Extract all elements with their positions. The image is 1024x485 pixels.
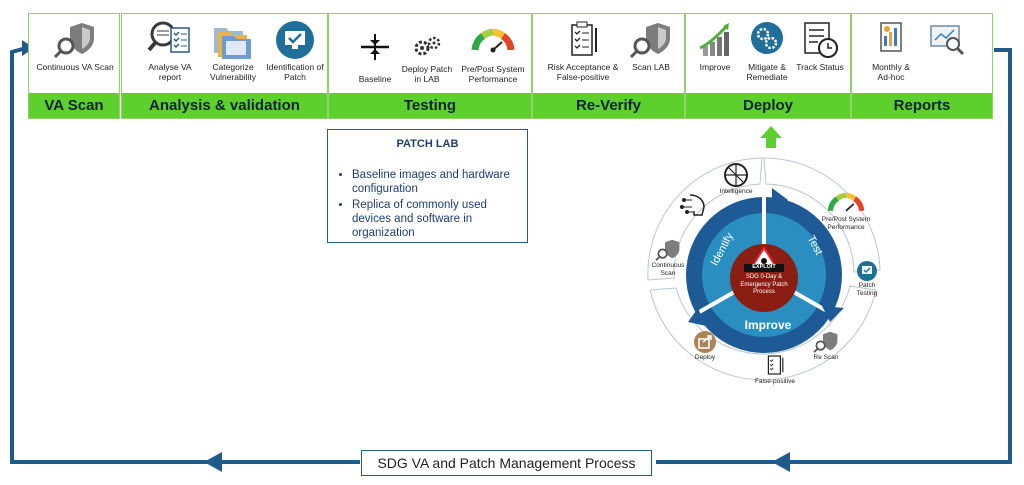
item-label: Track Status	[796, 62, 844, 72]
stage-item: Deploy Patch in LAB	[399, 32, 455, 84]
item-label: Pre/Post System Performance	[461, 64, 525, 84]
status-clock-icon	[804, 22, 838, 58]
patch-lab-box: PATCH LAB Baseline images and hardware c…	[327, 129, 528, 243]
item-label: Deploy Patch in LAB	[401, 64, 453, 84]
false-positive-label: False-positive	[750, 352, 800, 386]
item-label: Identification of Patch	[266, 62, 324, 82]
segment-improve: Improve	[744, 318, 792, 332]
stage-title: VA Scan	[29, 93, 119, 118]
re-scan-label: Re Scan	[806, 330, 846, 362]
item-label: Risk Acceptance & False-positive	[547, 62, 619, 82]
stage-item: Track Status	[796, 20, 844, 72]
stage-deploy: Improve Mitigate & Remediate Track Statu…	[685, 13, 851, 119]
growth-chart-icon	[699, 23, 729, 56]
monitor-check-icon	[857, 261, 877, 281]
stage-item: Identification of Patch	[264, 20, 326, 82]
item-label: Categorize Vulnerability	[210, 62, 256, 82]
magnifier-checklist-icon	[147, 21, 190, 53]
gears-circle-icon	[751, 22, 783, 54]
gauge-icon	[827, 192, 865, 212]
stage-item: Improve	[692, 20, 738, 72]
analytics-icon	[930, 25, 965, 56]
folders-icon	[214, 28, 251, 59]
exploit-badge: EXPLOIT	[744, 264, 784, 272]
item-label: Mitigate & Remediate	[746, 62, 788, 82]
patch-lab-title: PATCH LAB	[396, 138, 459, 150]
stage-item: Scan LAB	[621, 20, 681, 72]
item-label: Monthly & Ad-hoc	[872, 62, 910, 82]
clipboard-icon	[767, 355, 784, 375]
stage-testing: Baseline Deploy Patch in LAB Pre/Post Sy…	[328, 13, 532, 119]
baseline-icon	[361, 34, 389, 60]
patch-lab-bullet: Replica of commonly used devices and sof…	[352, 198, 527, 240]
item-label: Scan LAB	[632, 62, 670, 72]
stage-item: Monthly & Ad-hoc	[866, 20, 916, 82]
diagram-title: SDG VA and Patch Management Process	[361, 450, 652, 476]
stage-title: Deploy	[686, 93, 850, 118]
performance-label: Pre/Post System Performance	[818, 190, 874, 231]
clipboard-icon	[571, 21, 597, 56]
item-label: Baseline	[358, 74, 392, 84]
deploy-label: Deploy	[688, 330, 722, 362]
item-label: Continuous VA Scan	[36, 62, 114, 72]
emergency-patch-cycle	[647, 157, 881, 381]
item-label: Improve	[699, 62, 731, 72]
gears-icon	[414, 36, 441, 56]
shield-search-icon	[629, 23, 670, 59]
item-label: Analyse VA report	[148, 62, 192, 82]
intelligence-label: Intelligence	[716, 162, 756, 196]
shield-search-icon	[655, 239, 680, 261]
monitor-check-icon	[276, 21, 314, 59]
patch-lab-bullet: Baseline images and hardware configurati…	[352, 168, 527, 196]
stage-title: Analysis & validation	[122, 93, 327, 118]
stage-re-verify: Risk Acceptance & False-positive Scan LA…	[532, 13, 685, 119]
stage-title: Reports	[852, 93, 992, 118]
brain-circuit-icon-wrap	[678, 192, 708, 221]
stage-item: Analyse VA report	[142, 20, 198, 82]
patch-testing-label: Patch Testing	[848, 260, 886, 297]
stage-item: Baseline	[353, 32, 397, 84]
report-icon	[880, 22, 902, 52]
shield-search-icon	[53, 23, 94, 59]
stage-reports: Monthly & Ad-hoc Reports	[851, 13, 993, 119]
patch-lab-list: Baseline images and hardware configurati…	[328, 168, 527, 240]
globe-icon	[724, 163, 748, 187]
stage-item	[922, 20, 972, 62]
deploy-share-icon	[694, 331, 716, 353]
stage-item: Risk Acceptance & False-positive	[543, 20, 623, 82]
stage-item: Mitigate & Remediate	[740, 20, 794, 82]
stage-item: Categorize Vulnerability	[204, 20, 262, 82]
stage-item: Continuous VA Scan	[33, 20, 117, 72]
continuous-scan-label: Continuous Scan	[648, 238, 688, 277]
stage-item: Pre/Post System Performance	[456, 26, 530, 84]
stage-title: Testing	[329, 93, 531, 118]
gauge-icon	[471, 28, 515, 53]
stage-analysis: Analyse VA report Categorize Vulnerabili…	[121, 13, 328, 119]
brain-circuit-icon	[680, 194, 705, 216]
shield-search-icon	[813, 331, 838, 353]
center-process-text: SDG 0-Day & Emergency Patch Process	[740, 274, 788, 295]
stage-va-scan: Continuous VA Scan VA Scan	[28, 13, 120, 119]
stage-title: Re-Verify	[533, 93, 684, 118]
